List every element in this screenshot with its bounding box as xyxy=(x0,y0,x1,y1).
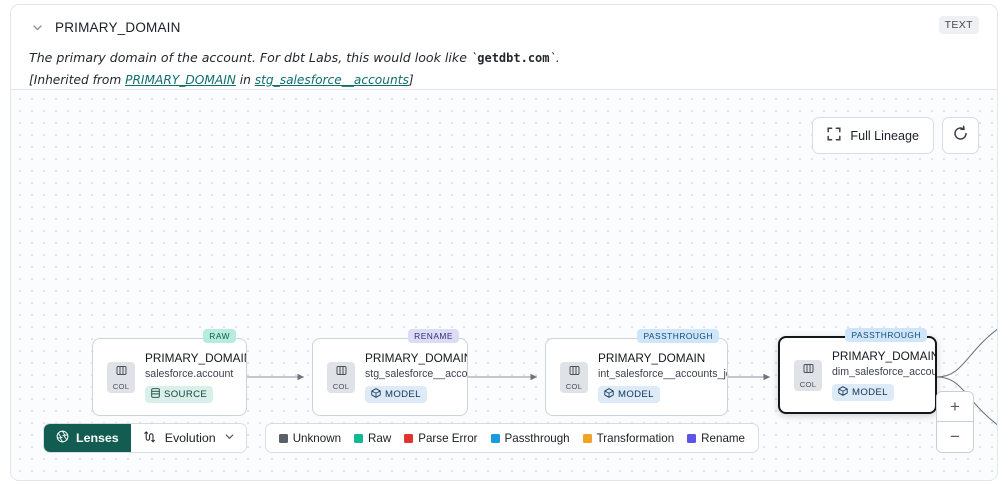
node-column-name: PRIMARY_DOMAIN xyxy=(365,351,467,365)
zoom-in-button[interactable]: + xyxy=(937,392,973,422)
inherited-suffix: ] xyxy=(408,73,414,88)
legend-item: Rename xyxy=(687,432,745,445)
refresh-icon xyxy=(952,125,969,147)
lenses-button[interactable]: Lenses xyxy=(44,424,131,452)
node-column-name: PRIMARY_DOMAIN__C xyxy=(145,351,246,365)
node-table-name: int_salesforce__accounts_joined xyxy=(598,368,727,380)
legend-swatch xyxy=(278,433,288,443)
panel-header: PRIMARY_DOMAIN TEXT The primary domain o… xyxy=(11,5,997,89)
column-type-badge: COL xyxy=(794,359,822,391)
inherited-mid: in xyxy=(235,73,255,88)
lenses-evolution-group: Lenses Evolution xyxy=(43,423,247,453)
legend-label: Unknown xyxy=(292,431,342,445)
inherited-prefix: [Inherited from xyxy=(29,73,126,88)
node-kind-badge: SOURCE xyxy=(145,386,214,403)
zoom-out-button[interactable]: − xyxy=(937,422,973,452)
node-tag-badge: RAW xyxy=(203,329,236,343)
chevron-down-icon xyxy=(224,431,235,445)
node-kind-label: MODEL xyxy=(618,389,654,400)
node-body: PRIMARY_DOMAIN stg_salesforce__accounts … xyxy=(355,351,467,403)
node-table-name: salesforce.account xyxy=(145,368,234,380)
lineage-node[interactable]: RENAME COL PRIMARY_DOMAIN stg_salesforce… xyxy=(312,329,468,416)
edge-out-upper xyxy=(936,328,997,378)
cube-icon xyxy=(371,388,381,401)
cube-icon xyxy=(838,386,848,399)
evolution-arrows-icon xyxy=(143,430,157,447)
column-description: The primary domain of the account. For d… xyxy=(29,49,979,66)
legend-label: Transformation xyxy=(596,431,675,445)
node-tag-badge: PASSTHROUGH xyxy=(845,328,927,342)
canvas-bottom-toolbar: Lenses Evolution xyxy=(43,423,759,453)
legend-label: Parse Error xyxy=(418,431,478,445)
legend-item: Raw xyxy=(354,432,391,445)
columns-icon xyxy=(336,363,347,381)
legend-swatch xyxy=(687,433,697,443)
legend-label: Passthrough xyxy=(504,431,570,445)
node-kind-label: SOURCE xyxy=(164,389,208,400)
column-type-label: COL xyxy=(112,382,130,391)
aperture-icon xyxy=(56,430,69,446)
legend-item: Parse Error xyxy=(404,431,478,445)
column-type-badge: COL xyxy=(327,361,355,393)
node-tag-badge: PASSTHROUGH xyxy=(637,329,719,343)
legend-swatch xyxy=(404,433,414,443)
cube-icon xyxy=(604,388,614,401)
lineage-node[interactable]: PASSTHROUGH COL PRIMARY_DOMAIN int_sales… xyxy=(545,329,728,416)
legend-item: Unknown xyxy=(278,431,342,445)
description-text-pre: The primary domain of the account. For d… xyxy=(29,50,478,65)
expand-corners-icon xyxy=(827,127,841,144)
canvas-top-controls: Full Lineage xyxy=(812,117,979,154)
node-kind-badge: MODEL xyxy=(598,386,660,403)
status-badge: TEXT xyxy=(938,16,979,34)
column-type-badge: COL xyxy=(560,361,588,393)
node-body: PRIMARY_DOMAIN dim_salesforce_accounts M… xyxy=(822,349,935,401)
evolution-dropdown[interactable]: Evolution xyxy=(130,424,246,452)
column-type-badge: COL xyxy=(107,361,135,393)
legend-swatch xyxy=(490,433,500,443)
description-code: getdbt.com xyxy=(477,51,550,65)
lenses-label: Lenses xyxy=(76,431,119,445)
full-lineage-label: Full Lineage xyxy=(850,128,919,143)
description-text-post: `. xyxy=(549,50,560,65)
legend-label: Rename xyxy=(701,431,745,445)
inherited-from-note: [Inherited from PRIMARY_DOMAIN in stg_sa… xyxy=(29,73,979,87)
legend-item: Transformation xyxy=(582,431,675,445)
node-column-name: PRIMARY_DOMAIN xyxy=(598,351,706,365)
node-kind-badge: MODEL xyxy=(832,384,894,401)
lineage-node-selected[interactable]: PASSTHROUGH COL PRIMARY_DOMAIN dim_sales… xyxy=(778,328,937,414)
inherited-column-link[interactable]: PRIMARY_DOMAIN xyxy=(125,73,236,88)
refresh-button[interactable] xyxy=(942,117,979,154)
column-type-label: COL xyxy=(565,382,583,391)
zoom-controls: + − xyxy=(936,391,974,453)
columns-icon xyxy=(569,363,580,381)
node-tag-badge: RENAME xyxy=(408,329,459,343)
column-type-label: COL xyxy=(332,382,350,391)
page-title: PRIMARY_DOMAIN xyxy=(55,19,181,35)
legend-swatch xyxy=(354,433,364,443)
columns-icon xyxy=(803,361,814,379)
full-lineage-button[interactable]: Full Lineage xyxy=(812,117,934,154)
header-title-row: PRIMARY_DOMAIN xyxy=(29,15,979,39)
chevron-down-icon[interactable] xyxy=(29,19,45,35)
node-kind-label: MODEL xyxy=(852,387,888,398)
column-type-label: COL xyxy=(799,380,817,389)
node-body: PRIMARY_DOMAIN int_salesforce__accounts_… xyxy=(588,351,727,403)
lineage-node[interactable]: RAW COL PRIMARY_DOMAIN__C salesforce.acc… xyxy=(92,329,247,416)
node-column-name: PRIMARY_DOMAIN xyxy=(832,349,935,363)
legend-label: Raw xyxy=(368,431,392,445)
column-lineage-panel: PRIMARY_DOMAIN TEXT The primary domain o… xyxy=(10,4,998,481)
lineage-legend: Unknown Raw Parse Error Passthrough Tran… xyxy=(264,423,759,453)
columns-icon xyxy=(116,363,127,381)
lineage-canvas[interactable]: Full Lineage + − RAW xyxy=(11,89,997,480)
legend-item: Passthrough xyxy=(490,431,570,445)
node-body: PRIMARY_DOMAIN__C salesforce.account SOU… xyxy=(135,351,246,403)
inherited-model-link[interactable]: stg_salesforce__accounts xyxy=(254,73,409,88)
evolution-label: Evolution xyxy=(164,431,216,445)
legend-swatch xyxy=(582,433,592,443)
node-kind-label: MODEL xyxy=(385,389,421,400)
database-icon xyxy=(151,388,160,401)
node-kind-badge: MODEL xyxy=(365,386,427,403)
node-table-name: dim_salesforce_accounts xyxy=(832,366,935,378)
node-table-name: stg_salesforce__accounts xyxy=(365,368,467,380)
